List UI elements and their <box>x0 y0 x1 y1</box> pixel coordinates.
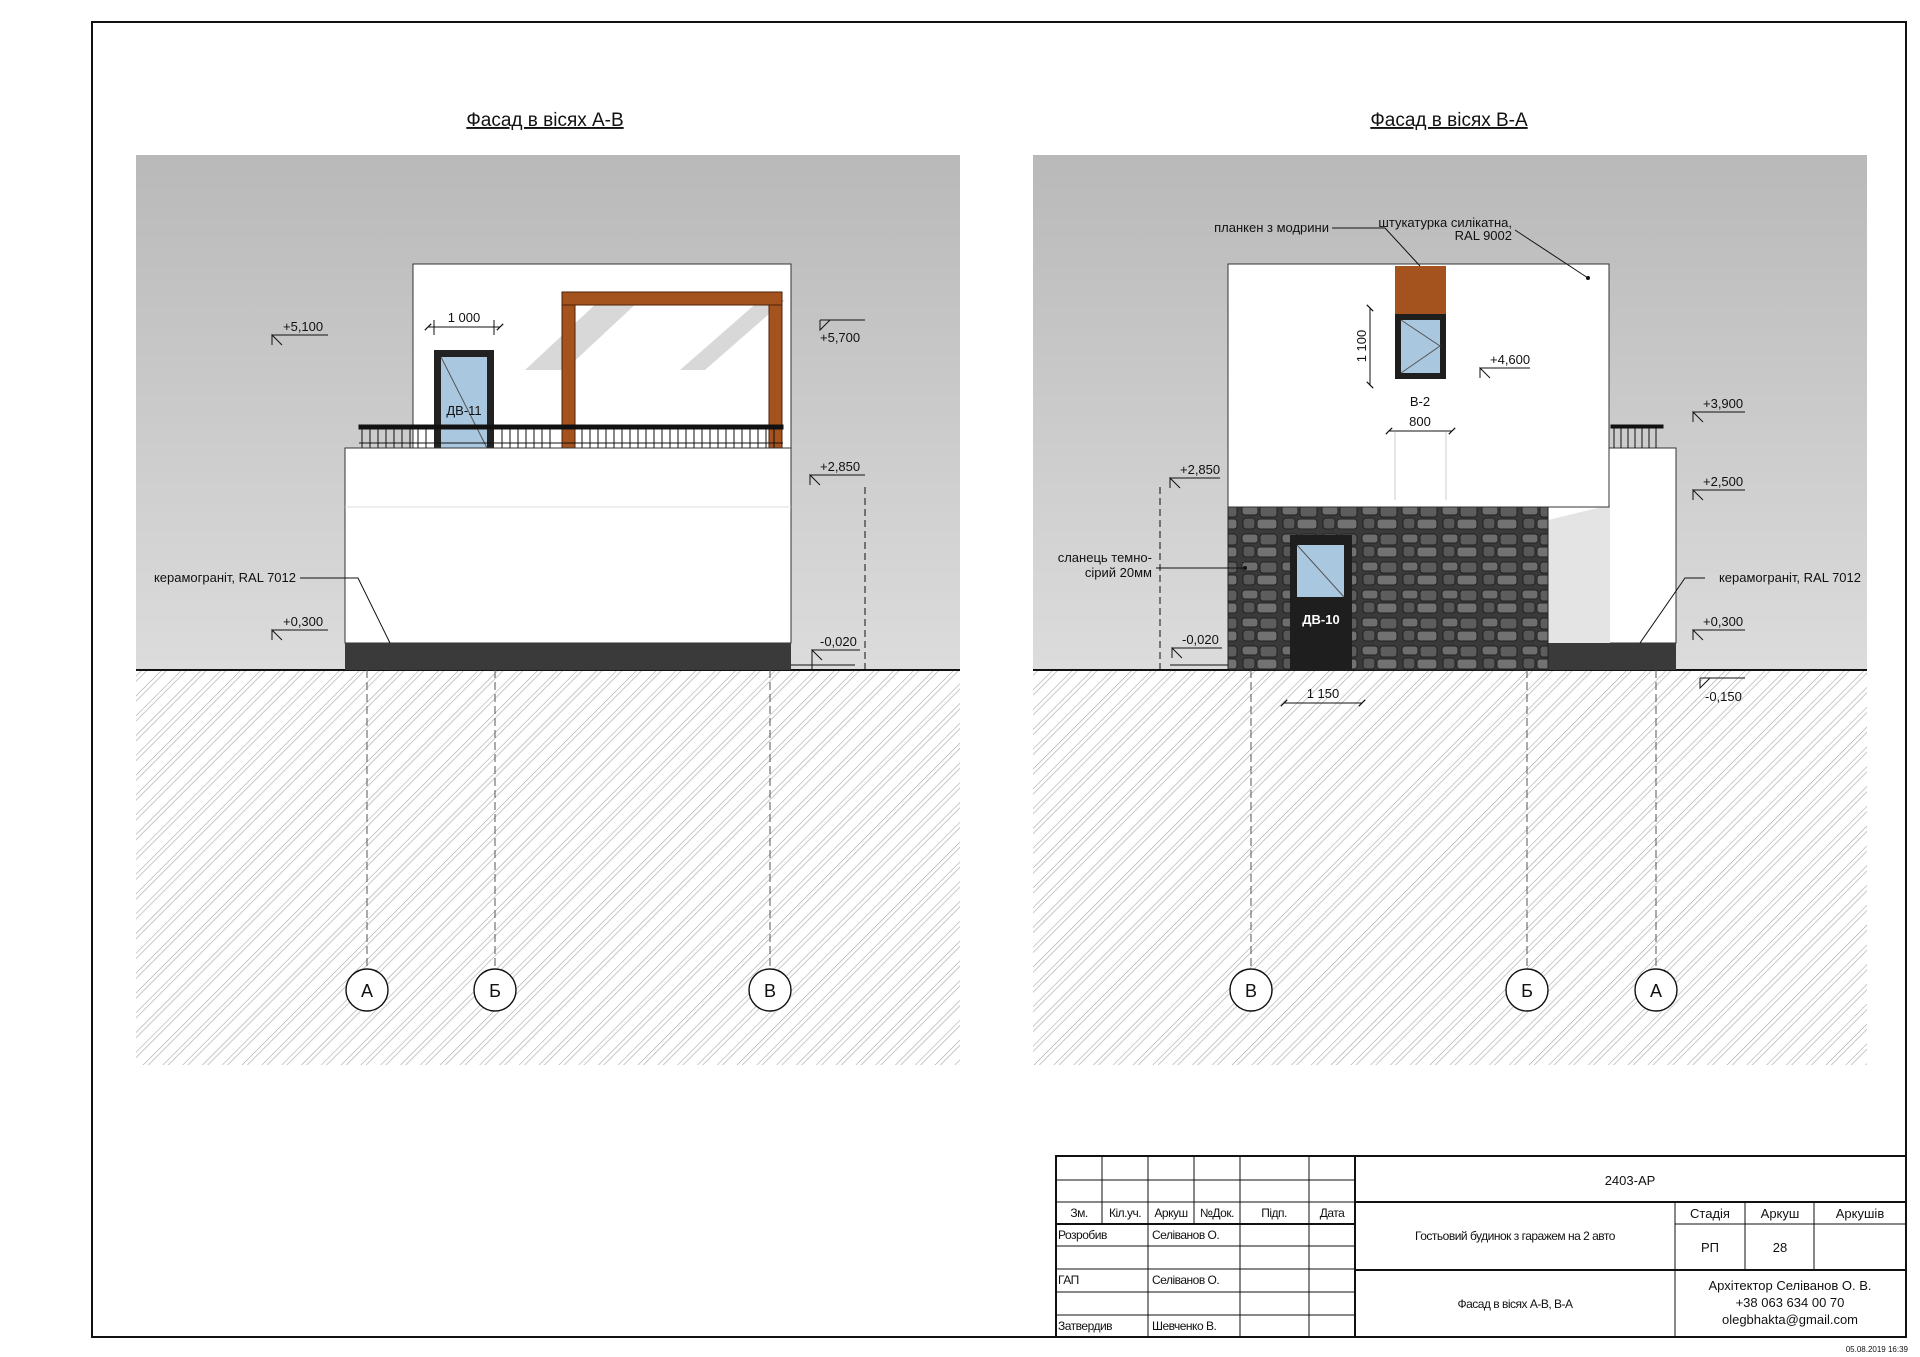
right-level-0020 <box>1170 646 1228 666</box>
right-level-0150 <box>1699 677 1745 690</box>
title-block <box>1055 1155 1907 1338</box>
svg-text:1 100: 1 100 <box>1354 330 1369 363</box>
plaster-label-1: штукатурка силікатна, <box>1378 215 1512 230</box>
tb-header-pidp: Підп. <box>1261 1206 1287 1220</box>
right-ground-hatch <box>1033 670 1867 1065</box>
slate-label-1: сланець темно- <box>1058 550 1152 565</box>
left-plinth <box>345 643 791 670</box>
tb-stage: РП <box>1701 1240 1719 1255</box>
tb-name-1: Селіванов О. <box>1152 1228 1219 1242</box>
right-elevation: Фасад в вісях В-А ДВ-10 В- <box>1033 110 1867 1065</box>
left-axis-a: А <box>345 968 389 1012</box>
tb-col-sheets: Аркушів <box>1836 1206 1885 1221</box>
svg-text:1 000: 1 000 <box>448 310 481 325</box>
tb-author-1: Архітектор Селіванов О. В. <box>1708 1278 1871 1293</box>
svg-text:+3,900: +3,900 <box>1703 396 1743 411</box>
svg-text:-0,150: -0,150 <box>1705 689 1742 704</box>
left-view-title: Фасад в вісях А-В <box>466 110 623 131</box>
tb-header-arkush: Аркуш <box>1154 1206 1187 1220</box>
svg-text:+2,500: +2,500 <box>1703 474 1743 489</box>
svg-text:+2,850: +2,850 <box>820 459 860 474</box>
tb-role-1: Розробив <box>1058 1228 1107 1242</box>
svg-text:1 150: 1 150 <box>1307 686 1340 701</box>
tb-name-3: Шевченко В. <box>1152 1319 1216 1333</box>
tb-header-zm: Зм. <box>1070 1206 1087 1220</box>
plaster-label-2: RAL 9002 <box>1455 228 1512 243</box>
left-railing <box>358 424 784 448</box>
tb-role-3: Затвердив <box>1058 1319 1112 1333</box>
left-cladding-label: керамограніт, RAL 7012 <box>154 570 296 585</box>
right-level-0300 <box>1692 628 1745 641</box>
right-dim-door-width: 1 150 <box>1280 686 1366 707</box>
right-door-label: ДВ-10 <box>1302 612 1339 627</box>
left-axis-v: В <box>748 968 792 1012</box>
left-door-dv11: ДВ-11 <box>434 350 494 449</box>
svg-text:-0,020: -0,020 <box>820 634 857 649</box>
svg-text:+5,100: +5,100 <box>283 319 323 334</box>
tb-code: 2403-АР <box>1605 1173 1656 1188</box>
svg-text:В: В <box>1245 981 1257 1001</box>
svg-text:+5,700: +5,700 <box>820 330 860 345</box>
tb-name-2: Селіванов О. <box>1152 1273 1219 1287</box>
svg-text:А: А <box>1650 981 1662 1001</box>
left-level-0300 <box>271 628 328 641</box>
right-axis-b: Б <box>1505 968 1549 1012</box>
right-cladding-label: керамограніт, RAL 7012 <box>1719 570 1861 585</box>
tb-header-doc: №Док. <box>1200 1206 1234 1220</box>
tb-col-sheet: Аркуш <box>1761 1206 1800 1221</box>
left-ground-hatch <box>136 670 960 1065</box>
tb-role-2: ГАП <box>1058 1273 1079 1287</box>
svg-text:800: 800 <box>1409 414 1431 429</box>
svg-text:+4,600: +4,600 <box>1490 352 1530 367</box>
right-dim-window-width: 800 <box>1385 414 1456 435</box>
svg-text:+0,300: +0,300 <box>283 614 323 629</box>
right-view-title: Фасад в вісях В-А <box>1370 110 1528 131</box>
svg-text:В: В <box>764 981 776 1001</box>
sheet-border <box>91 21 1907 1338</box>
tb-header-data: Дата <box>1320 1206 1345 1220</box>
right-stone-volume <box>1227 506 1549 671</box>
right-window-label: В-2 <box>1410 394 1430 409</box>
svg-text:+0,300: +0,300 <box>1703 614 1743 629</box>
tb-header-kil: Кіл.уч. <box>1109 1206 1141 1220</box>
tb-sheet-name: Фасад в вісях А-В, В-А <box>1457 1297 1573 1311</box>
svg-text:Б: Б <box>489 981 501 1001</box>
tb-sheet-no: 28 <box>1773 1240 1787 1255</box>
left-elevation: Фасад в вісях А-В ДВ-11 <box>136 110 960 1065</box>
left-lower-volume <box>344 447 792 644</box>
right-axis-a: А <box>1634 968 1678 1012</box>
svg-text:А: А <box>361 981 373 1001</box>
right-level-2500 <box>1692 488 1745 501</box>
right-door-dv10: ДВ-10 <box>1290 535 1352 670</box>
tb-author-3: olegbhakta@gmail.com <box>1722 1312 1858 1327</box>
svg-text:Б: Б <box>1521 981 1533 1001</box>
right-level-3900 <box>1692 410 1745 423</box>
right-level-4600 <box>1479 366 1530 379</box>
right-window-v2: В-2 <box>1395 314 1446 409</box>
tb-project-name: Гостьовий будинок з гаражем на 2 авто <box>1415 1229 1616 1243</box>
left-level-2850 <box>809 473 865 486</box>
right-dim-window-height: 1 100 <box>1354 304 1374 389</box>
tb-author-2: +38 063 634 00 70 <box>1736 1295 1845 1310</box>
left-dim-door-width: 1 000 <box>424 310 504 335</box>
plank-label: планкен з модрини <box>1214 220 1329 235</box>
left-level-5700 <box>819 319 865 332</box>
left-door-label: ДВ-11 <box>446 403 481 418</box>
left-level-5100 <box>271 333 328 346</box>
date-stamp: 05.08.2019 16:39 <box>1846 1345 1909 1354</box>
svg-text:+2,850: +2,850 <box>1180 462 1220 477</box>
right-plank-strip <box>1395 266 1446 314</box>
left-axis-b: Б <box>473 968 517 1012</box>
right-railing <box>1610 424 1664 448</box>
right-plinth <box>1548 643 1676 670</box>
right-level-2850 <box>1169 476 1220 489</box>
svg-text:-0,020: -0,020 <box>1182 632 1219 647</box>
right-axis-v: В <box>1229 968 1273 1012</box>
tb-col-stage: Стадія <box>1690 1206 1730 1221</box>
slate-label-2: сірий 20мм <box>1085 565 1152 580</box>
